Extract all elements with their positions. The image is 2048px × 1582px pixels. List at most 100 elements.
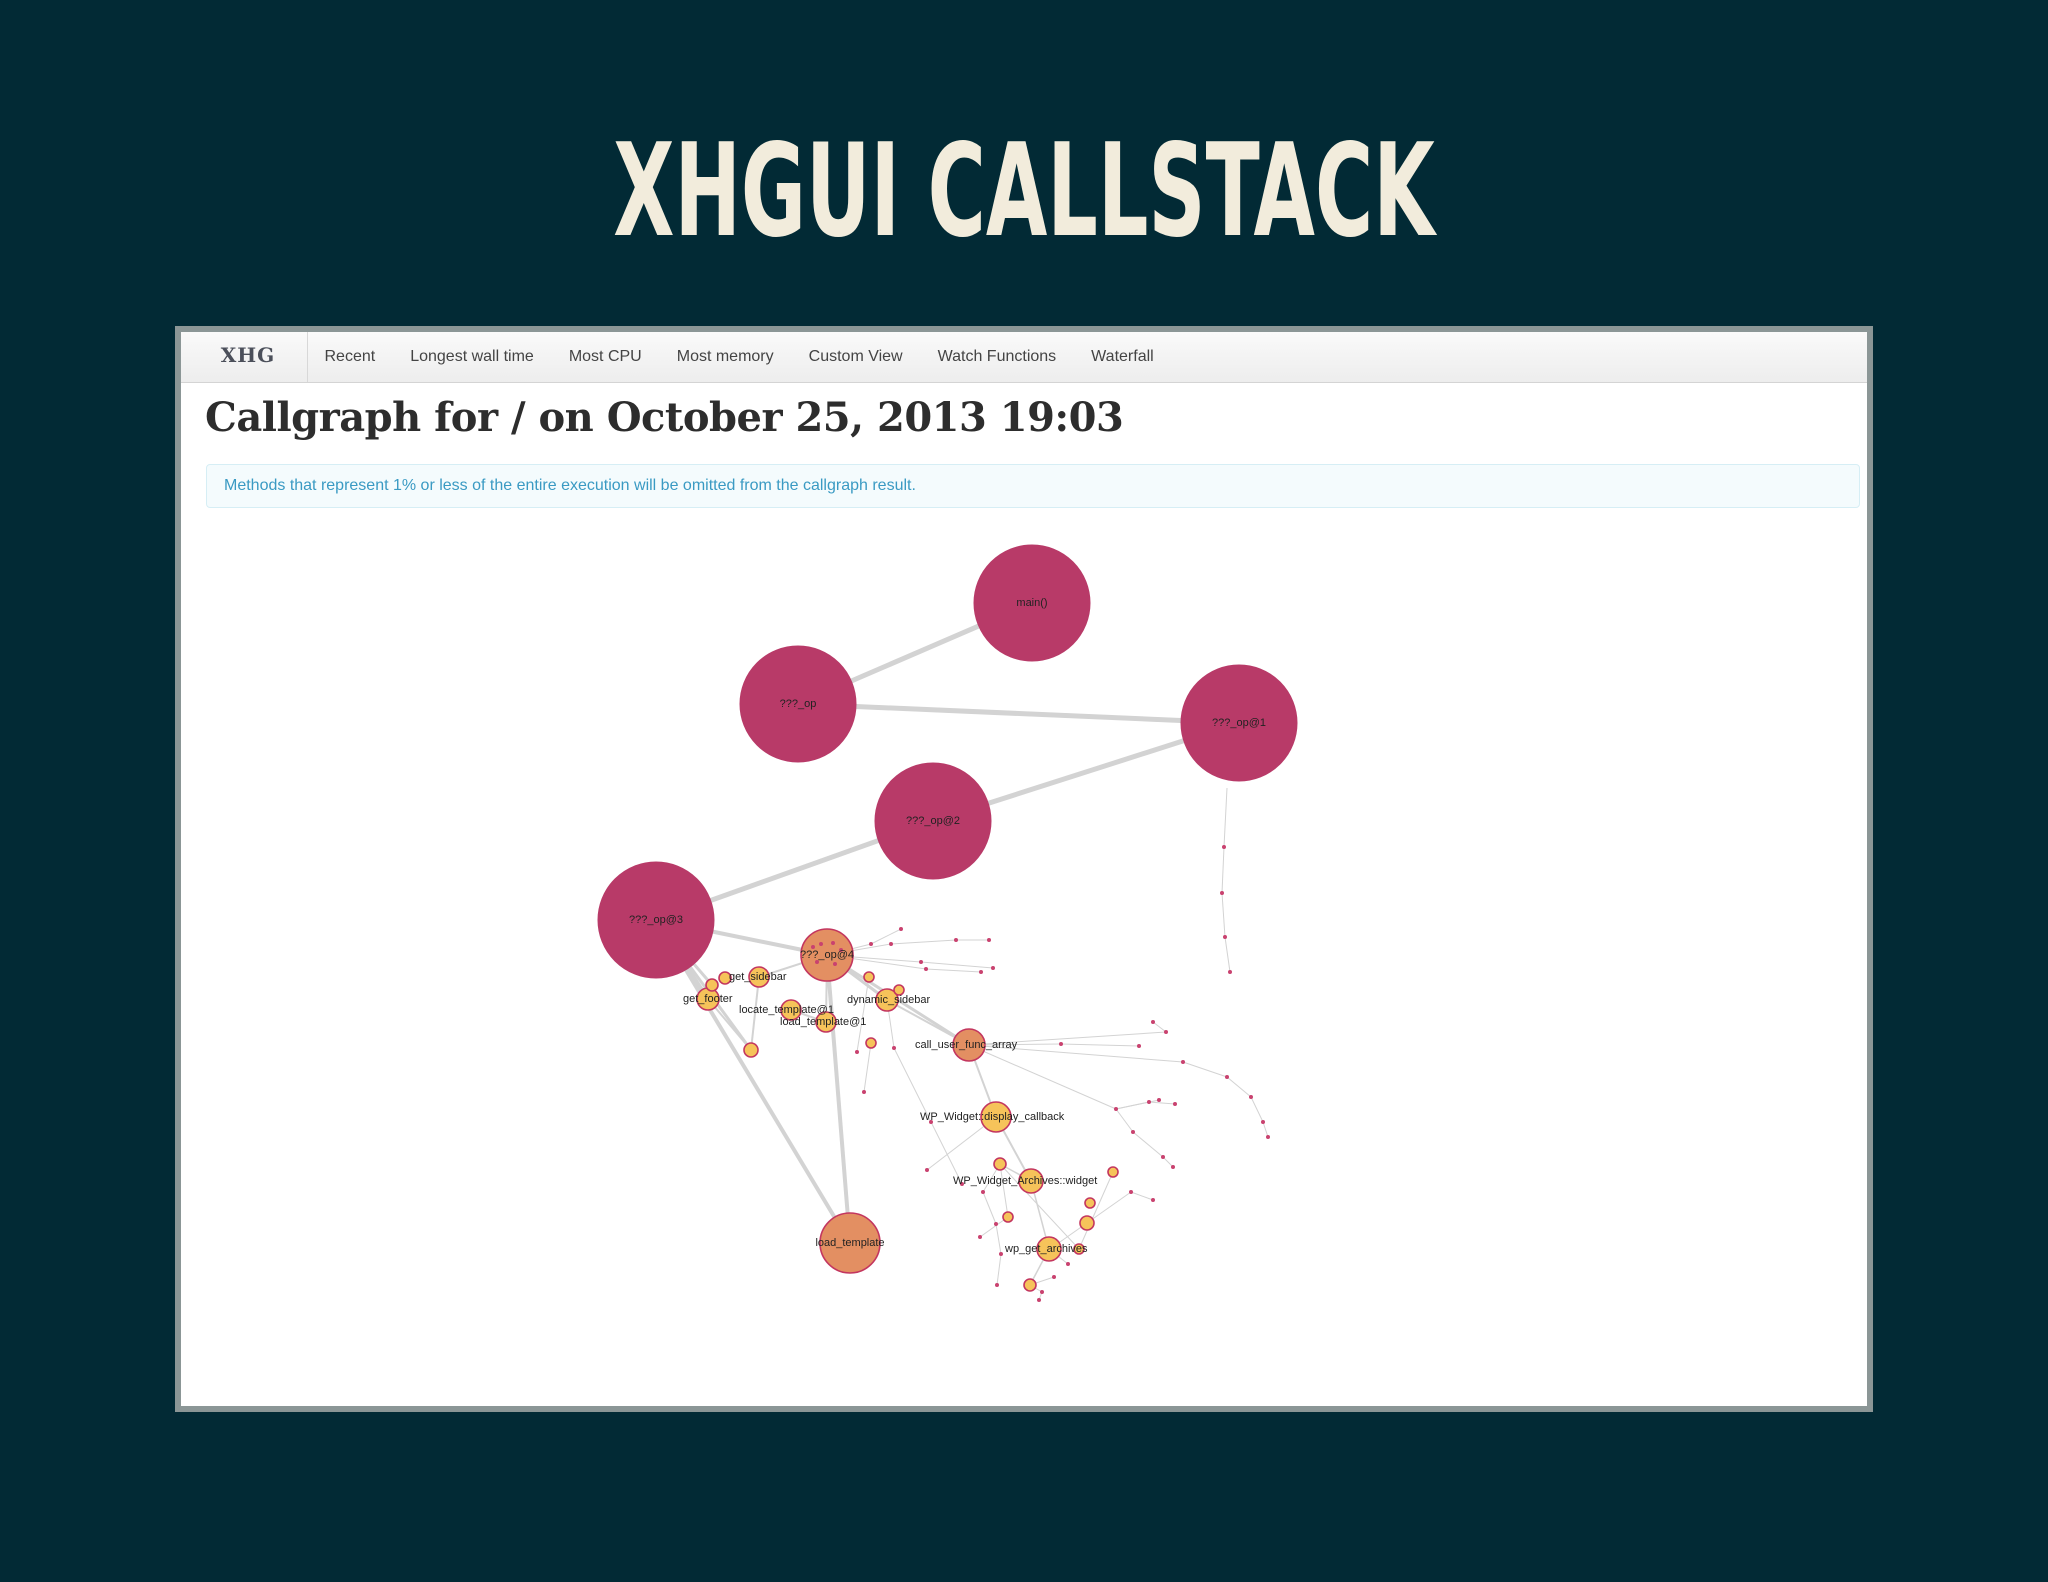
graph-leaf-node[interactable] xyxy=(960,1182,964,1186)
graph-leaf-node[interactable] xyxy=(1181,1060,1185,1064)
graph-leaf-node[interactable] xyxy=(987,938,991,942)
graph-node-op4[interactable] xyxy=(800,928,854,982)
graph-leaf-node[interactable] xyxy=(1173,1102,1177,1106)
graph-leaf-node[interactable] xyxy=(925,1168,929,1172)
graph-node-a11[interactable] xyxy=(993,1157,1007,1171)
graph-leaf-node[interactable] xyxy=(1040,1290,1044,1294)
graph-leaf-node[interactable] xyxy=(978,1235,982,1239)
graph-leaf-node[interactable] xyxy=(1228,970,1232,974)
graph-node-op2[interactable] xyxy=(874,762,992,880)
graph-leaf-node[interactable] xyxy=(819,942,823,946)
graph-leaf-node[interactable] xyxy=(831,941,835,945)
graph-leaf-node[interactable] xyxy=(1222,845,1226,849)
graph-node-a1[interactable] xyxy=(705,978,719,992)
graph-leaf-node[interactable] xyxy=(1171,1165,1175,1169)
graph-leaf-node[interactable] xyxy=(892,1046,896,1050)
graph-leaf-node[interactable] xyxy=(862,1090,866,1094)
graph-leaf-node[interactable] xyxy=(815,960,819,964)
graph-leaf-node[interactable] xyxy=(1137,1044,1141,1048)
nav-item-most-cpu[interactable]: Most CPU xyxy=(568,348,642,365)
graph-edge xyxy=(1223,787,1228,848)
node-label-op: ???_op xyxy=(780,698,817,710)
graph-node-a9[interactable] xyxy=(1084,1197,1096,1209)
nav-item-watch-functions[interactable]: Watch Functions xyxy=(937,348,1057,365)
graph-leaf-node[interactable] xyxy=(929,1120,933,1124)
graph-leaf-node[interactable] xyxy=(1261,1120,1265,1124)
graph-leaf-node[interactable] xyxy=(1161,1155,1165,1159)
graph-leaf-node[interactable] xyxy=(1037,1298,1041,1302)
graph-node-op[interactable] xyxy=(739,645,857,763)
graph-leaf-node[interactable] xyxy=(811,945,815,949)
graph-leaf-node[interactable] xyxy=(1249,1095,1253,1099)
callgraph[interactable]: main()???_op???_op@1???_op@2???_op@3???_… xyxy=(181,332,1867,1406)
graph-leaf-node[interactable] xyxy=(1066,1262,1070,1266)
graph-leaf-node[interactable] xyxy=(1114,1107,1118,1111)
graph-node-main[interactable] xyxy=(973,544,1091,662)
node-label-dynamic_sidebar: dynamic_sidebar xyxy=(847,994,930,1006)
graph-node-a5[interactable] xyxy=(865,1037,877,1049)
nav-item-custom-view[interactable]: Custom View xyxy=(808,348,903,365)
graph-node-op1[interactable] xyxy=(1180,664,1298,782)
graph-leaf-node[interactable] xyxy=(994,1222,998,1226)
graph-leaf-node[interactable] xyxy=(1220,891,1224,895)
nav-item-waterfall[interactable]: Waterfall xyxy=(1091,348,1154,365)
graph-leaf-node[interactable] xyxy=(1147,1100,1151,1104)
graph-leaf-node[interactable] xyxy=(1164,1030,1168,1034)
graph-leaf-node[interactable] xyxy=(1157,1098,1161,1102)
graph-leaf-node[interactable] xyxy=(1129,1190,1133,1194)
graph-leaf-node[interactable] xyxy=(833,962,837,966)
graph-leaf-node[interactable] xyxy=(855,1050,859,1054)
graph-node-a10[interactable] xyxy=(1107,1166,1119,1178)
graph-leaf-node[interactable] xyxy=(1059,1042,1063,1046)
nav-item-recent[interactable]: Recent xyxy=(324,348,376,365)
nav-item-most-memory[interactable]: Most memory xyxy=(676,348,774,365)
graph-edge xyxy=(999,1163,1009,1218)
graph-node-wpdc[interactable] xyxy=(980,1101,1012,1133)
graph-node-ld1[interactable] xyxy=(815,1011,837,1033)
graph-node-ltpl[interactable] xyxy=(819,1212,881,1274)
graph-leaf-node[interactable] xyxy=(1151,1198,1155,1202)
graph-node-a6[interactable] xyxy=(893,984,905,996)
graph-node-a7[interactable] xyxy=(1002,1211,1014,1223)
nav-item-longest-wall-time[interactable]: Longest wall time xyxy=(410,348,534,365)
graph-node-wpaw[interactable] xyxy=(1018,1168,1044,1194)
graph-leaf-node[interactable] xyxy=(981,1190,985,1194)
graph-leaf-node[interactable] xyxy=(954,938,958,942)
node-label-op3: ???_op@3 xyxy=(629,914,683,926)
node-label-op1: ???_op@1 xyxy=(1212,717,1266,729)
graph-edge xyxy=(1226,1076,1252,1098)
graph-leaf-node[interactable] xyxy=(839,948,843,952)
brand-logo[interactable]: XHG xyxy=(189,332,308,382)
graph-node-a2[interactable] xyxy=(718,971,732,985)
graph-node-op3[interactable] xyxy=(597,861,715,979)
graph-leaf-node[interactable] xyxy=(1131,1130,1135,1134)
graph-leaf-node[interactable] xyxy=(924,967,928,971)
graph-leaf-node[interactable] xyxy=(1266,1135,1270,1139)
graph-node-cufa[interactable] xyxy=(952,1028,986,1062)
graph-edge xyxy=(890,939,957,945)
graph-node-a4[interactable] xyxy=(863,971,875,983)
graph-leaf-node[interactable] xyxy=(999,1252,1003,1256)
graph-edge xyxy=(1250,1096,1264,1123)
graph-edge xyxy=(996,1253,1002,1286)
graph-node-a13[interactable] xyxy=(1073,1243,1085,1255)
graph-leaf-node[interactable] xyxy=(889,942,893,946)
graph-node-gsb[interactable] xyxy=(748,966,770,988)
graph-node-loc1[interactable] xyxy=(780,999,802,1021)
graph-leaf-node[interactable] xyxy=(979,970,983,974)
graph-leaf-node[interactable] xyxy=(1225,1075,1229,1079)
graph-edge xyxy=(968,1031,1167,1046)
graph-leaf-node[interactable] xyxy=(1151,1020,1155,1024)
graph-node-a12[interactable] xyxy=(1023,1278,1037,1292)
graph-node-a3[interactable] xyxy=(743,1042,759,1058)
graph-leaf-node[interactable] xyxy=(869,942,873,946)
graph-node-wga[interactable] xyxy=(1036,1236,1062,1262)
graph-leaf-node[interactable] xyxy=(1052,1275,1056,1279)
graph-leaf-node[interactable] xyxy=(995,1283,999,1287)
graph-leaf-node[interactable] xyxy=(919,960,923,964)
graph-leaf-node[interactable] xyxy=(899,927,903,931)
graph-node-dyn[interactable] xyxy=(875,988,899,1012)
graph-leaf-node[interactable] xyxy=(991,966,995,970)
graph-node-a8[interactable] xyxy=(1079,1215,1095,1231)
graph-leaf-node[interactable] xyxy=(1223,935,1227,939)
